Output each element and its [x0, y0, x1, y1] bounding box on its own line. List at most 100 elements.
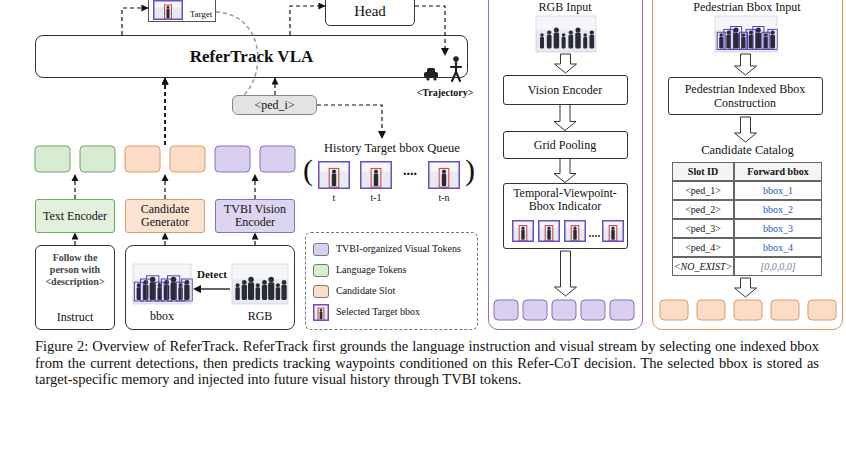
ped-head	[575, 28, 580, 33]
ped-body	[442, 173, 446, 186]
scene-image	[512, 220, 534, 242]
ped-body	[575, 33, 581, 49]
scene-frame	[232, 264, 288, 304]
ped-body	[573, 229, 576, 239]
scene-sky	[153, 0, 183, 8]
node-text: Follow the person with <description>	[38, 252, 112, 288]
person-icon	[451, 62, 461, 81]
bbox-mark	[740, 32, 748, 49]
visual-token	[610, 300, 634, 320]
connector	[274, 78, 275, 95]
connector	[164, 78, 165, 199]
node-text: Grid Pooling	[534, 138, 596, 152]
ped-body	[235, 287, 239, 300]
queue-image	[428, 161, 460, 189]
ped-head	[276, 283, 280, 287]
bbox-mark	[724, 29, 734, 49]
scene-sky	[360, 161, 392, 172]
ped-head	[734, 28, 739, 33]
scene-frame	[715, 16, 777, 52]
dot	[595, 235, 597, 237]
connector	[216, 12, 258, 95]
node-text: <ped_i>	[254, 98, 294, 113]
dashed-leader	[415, 6, 445, 50]
visual-token	[523, 300, 547, 320]
bbox-mark	[167, 276, 179, 301]
small-arrowhead	[72, 174, 79, 181]
scene-bg	[313, 304, 329, 321]
car-icon	[427, 68, 435, 73]
table-cell: bbox_4	[734, 238, 822, 257]
small-arrowhead	[378, 131, 386, 139]
target-bbox	[609, 225, 617, 240]
process-box: Grid Pooling	[503, 131, 628, 159]
ped-body	[521, 229, 524, 239]
target-frame	[602, 220, 623, 241]
ped-head	[256, 283, 260, 287]
node-text: ReferTrack VLA	[190, 47, 314, 67]
scene-bg	[715, 16, 777, 52]
table-cell: <ped_2>	[672, 200, 734, 219]
instruction-box: Follow the person with <description>Inst…	[35, 245, 115, 330]
ped-body	[143, 285, 148, 300]
visual-token	[494, 300, 518, 320]
language-token	[80, 146, 115, 172]
scene-bg	[318, 161, 350, 189]
target-frame	[538, 220, 559, 241]
connector	[122, 8, 148, 35]
ped-body	[276, 287, 280, 300]
process-box: Vision Encoder	[503, 75, 628, 105]
candidate-token	[660, 300, 688, 320]
small-arrowhead	[162, 174, 169, 181]
scene-bg	[564, 220, 586, 242]
scene-sky	[715, 16, 777, 30]
target-bbox	[439, 168, 449, 187]
ped-body	[726, 35, 731, 49]
candidate-token	[170, 146, 205, 172]
table-cell: <ped_1>	[672, 181, 734, 200]
ped-head	[756, 28, 761, 33]
scene-image	[715, 16, 777, 52]
ped-head	[590, 30, 594, 34]
node-text: Detect	[190, 268, 234, 280]
node-text: Pedestrian Bbox Input	[653, 0, 841, 15]
node-text: Temporal-Viewpoint-Bbox Indicator	[504, 187, 627, 213]
bbox-mark	[140, 279, 151, 301]
scene-sky	[512, 220, 534, 228]
legend-swatch	[313, 285, 329, 298]
connector	[554, 159, 576, 183]
ped-body	[583, 37, 587, 48]
scene-image	[536, 16, 596, 52]
scene-bg	[536, 16, 596, 52]
node-text: RGB	[232, 309, 288, 324]
node-text: Text Encoder	[43, 210, 107, 223]
ped-body	[332, 173, 336, 186]
ped-body	[733, 33, 739, 49]
candidate-token	[808, 300, 836, 320]
scene-sky	[602, 220, 624, 228]
dot	[589, 235, 591, 237]
target-bbox	[318, 308, 324, 320]
target-bbox	[329, 168, 339, 187]
bbox-mark	[182, 279, 193, 301]
ped-head	[167, 6, 170, 9]
target-frame	[319, 162, 350, 189]
node-text: RGB Input	[489, 0, 641, 15]
scene-bg	[512, 220, 534, 242]
ped-body	[554, 33, 560, 49]
car-icon	[424, 72, 438, 78]
bbox-mark	[147, 276, 159, 301]
label-text: t	[318, 192, 350, 203]
ped-body	[749, 35, 754, 49]
label-text: t-n	[428, 192, 460, 203]
scene-image	[133, 264, 191, 304]
connector	[254, 233, 255, 245]
ped-head	[332, 169, 336, 173]
label-text: t-1	[360, 192, 392, 203]
target-frame	[314, 305, 329, 321]
scene-bg	[428, 161, 460, 189]
detect-arrow	[200, 288, 230, 289]
legend-icon	[313, 304, 329, 321]
ped-body	[719, 37, 723, 48]
